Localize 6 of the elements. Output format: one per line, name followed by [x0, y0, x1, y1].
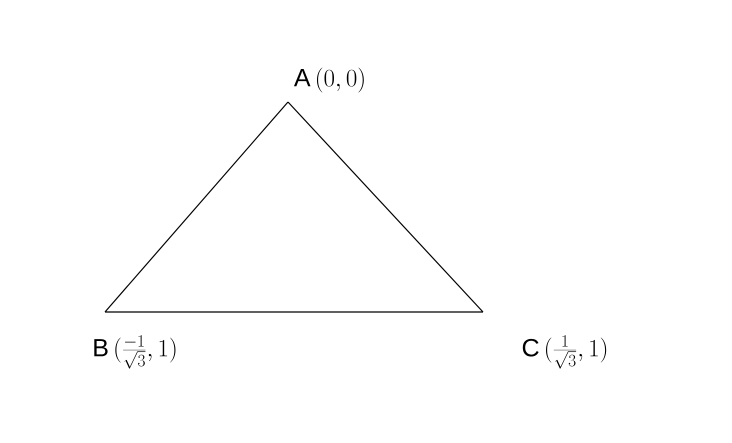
vertex-label: C $(\frac{1}{\sqrt{3}},1)$	[522, 335, 606, 369]
triangle-side	[288, 102, 484, 312]
vertex-label: B $(\frac{-1}{\sqrt{3}},1)$	[94, 335, 176, 369]
triangle-side	[105, 311, 483, 313]
vertex-label: A $(0,0)$	[294, 68, 364, 92]
triangle-side	[104, 102, 288, 312]
